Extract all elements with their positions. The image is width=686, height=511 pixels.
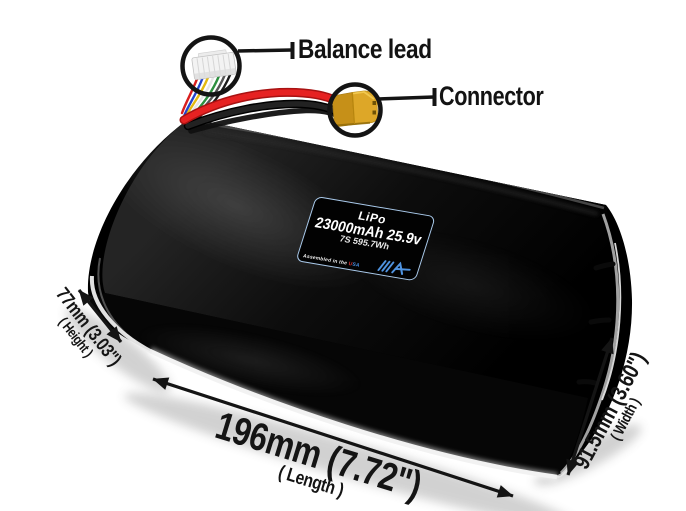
connector-leader-line: [376, 88, 437, 106]
balance-wire-blue: [183, 76, 204, 117]
height-arrow: [77, 288, 123, 344]
balance-lead-label: Balance lead: [298, 34, 432, 64]
battery-sticker: LiPo 23000mAh 25.9v 7S 595.7Wh Assembled…: [295, 196, 436, 282]
connector-callout-ring: [327, 82, 383, 138]
length-arrow: [152, 377, 514, 498]
balance-connector: [191, 49, 237, 80]
balance-leader-line: [237, 42, 295, 59]
width-arrow: [566, 337, 614, 476]
usa-text: USA: [347, 261, 361, 269]
maxamps-logo-icon: [377, 260, 411, 276]
connector-label: Connector: [439, 81, 544, 111]
balance-lead-callout-ring: [180, 35, 242, 97]
xt60-connector: [331, 90, 378, 128]
balance-wire-red: [180, 77, 199, 115]
